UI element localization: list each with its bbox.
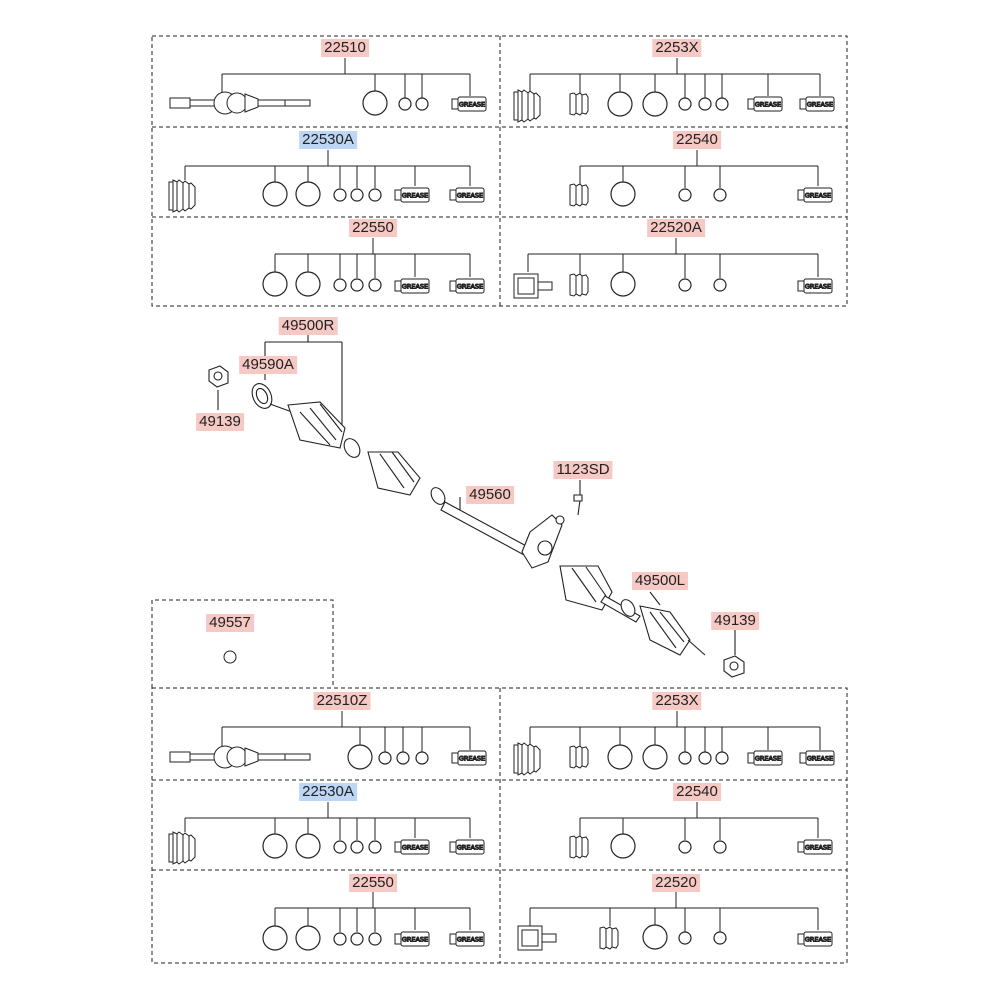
assembly-22550-top: GREASE GREASE	[262, 238, 485, 297]
label-49139-right[interactable]: 49139	[711, 612, 759, 630]
assembly-22530A-top: GREASE GREASE	[168, 150, 485, 213]
bottom-parts-box	[152, 688, 847, 963]
grease-packet-label: GREASE	[755, 755, 781, 763]
grease-packet-label: GREASE	[402, 283, 428, 291]
label-22550-bottom[interactable]: 22550	[349, 874, 397, 892]
grease-packet-label: GREASE	[807, 755, 833, 763]
label-49139-left[interactable]: 49139	[196, 413, 244, 431]
grease-packet-label: GREASE	[805, 844, 831, 852]
assembly-22510-top: GREASE	[169, 58, 487, 116]
label-22530A-bottom[interactable]: 22530A	[299, 783, 357, 801]
grease-packet-label: GREASE	[457, 192, 483, 200]
label-22530A-top[interactable]: 22530A	[299, 131, 357, 149]
label-49500L[interactable]: 49500L	[631, 572, 689, 590]
grease-packet-label: GREASE	[457, 844, 483, 852]
label-2253X-bottom[interactable]: 2253X	[652, 692, 702, 710]
label-49560[interactable]: 49560	[466, 486, 514, 504]
assembly-22530A-bottom: GREASE GREASE	[168, 802, 485, 865]
grease-packet-label: GREASE	[755, 101, 781, 109]
label-22510-top[interactable]: 22510	[321, 39, 369, 57]
grease-packet-label: GREASE	[805, 936, 831, 944]
label-22520-bottom[interactable]: 22520	[652, 874, 700, 892]
grease-packet-label: GREASE	[459, 101, 485, 109]
label-49590A[interactable]: 49590A	[239, 356, 297, 374]
label-22540-bottom[interactable]: 22540	[673, 783, 721, 801]
assembly-2253X-top: GREASE GREASE	[513, 58, 835, 123]
label-22540-top[interactable]: 22540	[673, 131, 721, 149]
label-22550-top[interactable]: 22550	[349, 219, 397, 237]
assembly-22540-top: GREASE	[569, 150, 833, 207]
grease-packet-label: GREASE	[402, 936, 428, 944]
grease-packet-label: GREASE	[402, 844, 428, 852]
grease-packet-label: GREASE	[805, 192, 831, 200]
assembly-22520-bottom: GREASE	[517, 892, 833, 951]
part-49557-box	[152, 600, 333, 688]
driveshaft-assembly	[209, 335, 744, 677]
grease-packet-label: GREASE	[402, 192, 428, 200]
assembly-2253X-bottom: GREASE GREASE	[513, 711, 835, 776]
label-22520A-top[interactable]: 22520A	[647, 219, 705, 237]
label-2253X-top[interactable]: 2253X	[652, 39, 702, 57]
grease-packet-label: GREASE	[457, 936, 483, 944]
label-49557[interactable]: 49557	[206, 614, 254, 632]
grease-packet-label: GREASE	[457, 283, 483, 291]
label-22510Z-bottom[interactable]: 22510Z	[313, 692, 371, 710]
top-parts-box	[152, 36, 847, 306]
label-49500R[interactable]: 49500R	[278, 317, 338, 335]
grease-packet-label: GREASE	[459, 755, 485, 763]
assembly-22510Z-bottom: GREASE	[169, 711, 487, 770]
grease-packet-label: GREASE	[807, 101, 833, 109]
label-1123SD[interactable]: 1123SD	[553, 461, 613, 479]
clip-49557	[224, 651, 236, 663]
assembly-22520A-top: GREASE	[513, 238, 833, 299]
grease-packet-label: GREASE	[805, 283, 831, 291]
assembly-22540-bottom: GREASE	[569, 802, 833, 859]
assembly-22550-bottom: GREASE GREASE	[262, 892, 485, 951]
